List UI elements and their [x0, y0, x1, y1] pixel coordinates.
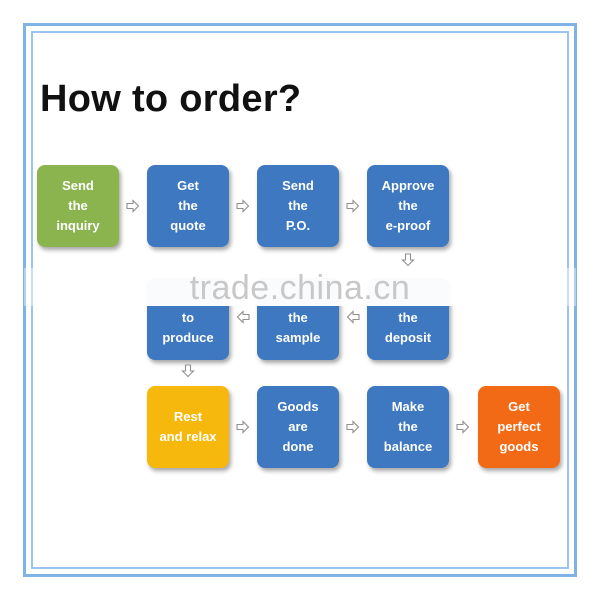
- step-get-goods: Get perfect goods: [478, 386, 560, 468]
- arrow-left-icon: [346, 310, 360, 324]
- arrow-down-icon: [181, 364, 195, 378]
- page-title: How to order?: [40, 78, 302, 120]
- arrow-right-icon: [346, 199, 360, 213]
- arrow-right-icon: [456, 420, 470, 434]
- step-make-balance: Make the balance: [367, 386, 449, 468]
- arrow-down-icon: [401, 253, 415, 267]
- watermark-band: [24, 268, 576, 306]
- step-rest-relax: Rest and relax: [147, 386, 229, 468]
- step-send-inquiry: Send the inquiry: [37, 165, 119, 247]
- arrow-left-icon: [236, 310, 250, 324]
- step-get-quote: Get the quote: [147, 165, 229, 247]
- step-send-po: Send the P.O.: [257, 165, 339, 247]
- arrow-right-icon: [126, 199, 140, 213]
- arrow-right-icon: [236, 420, 250, 434]
- arrow-right-icon: [346, 420, 360, 434]
- watermark: trade.china.cn: [189, 269, 411, 307]
- step-approve-eproof: Approve the e-proof: [367, 165, 449, 247]
- step-goods-done: Goods are done: [257, 386, 339, 468]
- arrow-right-icon: [236, 199, 250, 213]
